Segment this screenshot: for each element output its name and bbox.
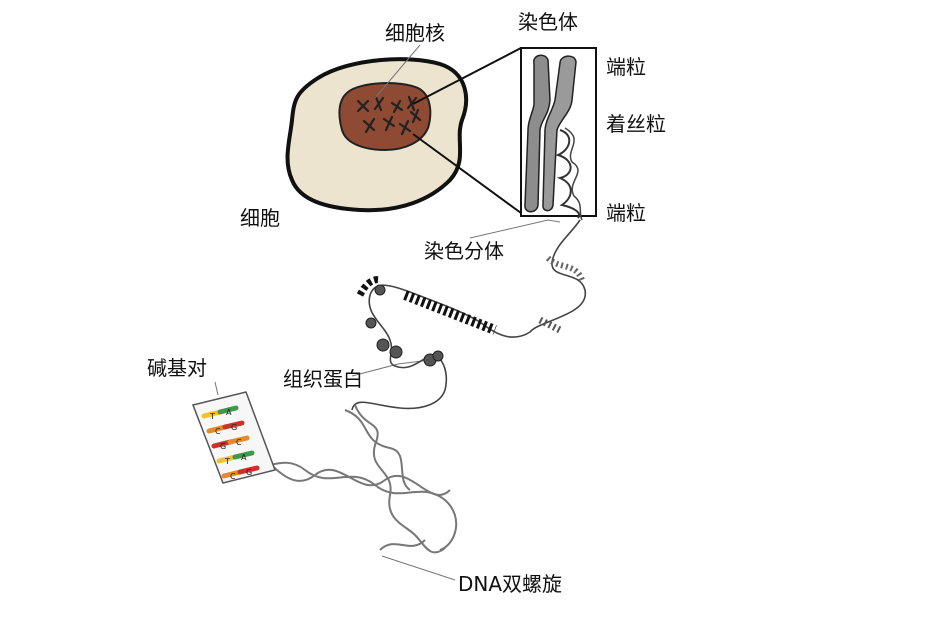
base-letter: T <box>224 457 230 466</box>
label-centromere: 着丝粒 <box>606 112 666 136</box>
label-chromosome: 染色体 <box>518 10 578 34</box>
dna-helix <box>234 404 458 554</box>
label-cell: 细胞 <box>240 206 280 230</box>
label-dna-helix: DNA双螺旋 <box>458 572 563 596</box>
base-letter: T <box>209 412 215 421</box>
histone-beads <box>365 284 444 367</box>
nucleus <box>338 82 432 152</box>
base-letters: T A C G G C T A C G <box>209 408 252 481</box>
base-letter: C <box>215 427 221 436</box>
zoom-lines <box>412 47 522 214</box>
base-letter: C <box>230 472 236 481</box>
label-base-pairs: 碱基对 <box>147 356 207 380</box>
base-letter: C <box>236 438 242 447</box>
label-telomere-bottom: 端粒 <box>606 201 646 225</box>
nucleus-chromosomes <box>356 95 422 136</box>
base-letter: G <box>246 468 252 477</box>
label-telomere-top: 端粒 <box>606 55 646 79</box>
base-letter: A <box>241 453 247 462</box>
base-letter: A <box>226 408 232 417</box>
label-nucleus: 细胞核 <box>385 21 445 45</box>
chromatin-coil <box>351 219 586 411</box>
chromosome-box <box>520 47 597 221</box>
base-pair-ladder: T A C G G C T A C G <box>191 391 276 484</box>
base-letter: G <box>220 442 226 451</box>
label-histones: 组织蛋白 <box>283 367 363 391</box>
label-chromatid: 染色分体 <box>424 239 504 263</box>
base-letter: G <box>231 423 237 432</box>
